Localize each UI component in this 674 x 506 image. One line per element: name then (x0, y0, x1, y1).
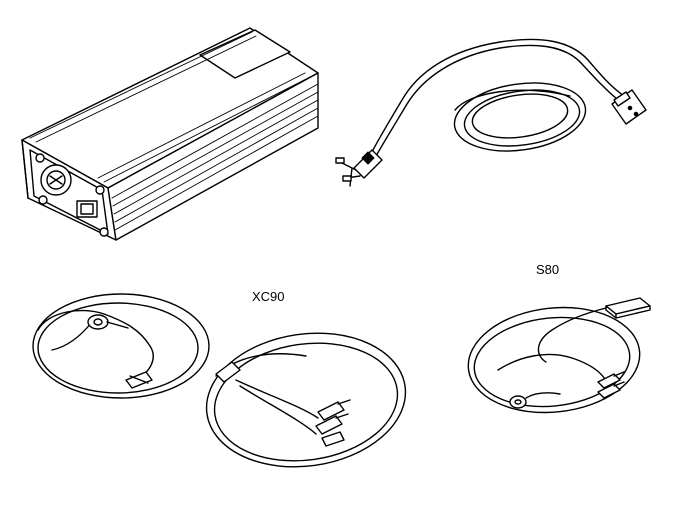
mains-power-cord (335, 38, 647, 187)
charger-unit (21, 27, 319, 241)
s80-label: S80 (536, 262, 560, 277)
xc90-label: XC90 (252, 289, 285, 304)
xc90-cable-set (32, 293, 407, 468)
s80-cable-set (467, 297, 651, 414)
